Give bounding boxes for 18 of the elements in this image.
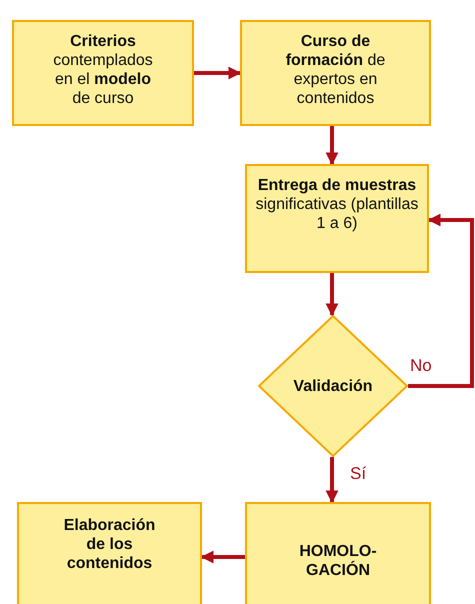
node-text: HOMOLO- GACIÓN	[298, 542, 378, 580]
process-box	[245, 164, 429, 273]
arrow	[200, 550, 245, 564]
arrow	[326, 126, 338, 166]
arrow	[408, 214, 474, 388]
arrow	[326, 273, 338, 316]
decision-label: Validación	[292, 376, 374, 396]
process-box	[240, 20, 431, 126]
arrow	[326, 457, 338, 504]
decision-diamond	[258, 315, 408, 457]
node-text: Entrega de muestras significativas (plantillas 1 a 6)	[254, 176, 420, 233]
arrow	[194, 66, 242, 80]
node-text: Curso de formación de expertos en contenidos	[284, 32, 386, 108]
process-box	[17, 502, 202, 604]
process-box	[245, 502, 431, 604]
node-text: Elaboración de los contenidos	[62, 516, 156, 573]
node-text: Criterios contemplados en el modelo de curso	[52, 32, 154, 108]
process-box	[12, 20, 194, 126]
